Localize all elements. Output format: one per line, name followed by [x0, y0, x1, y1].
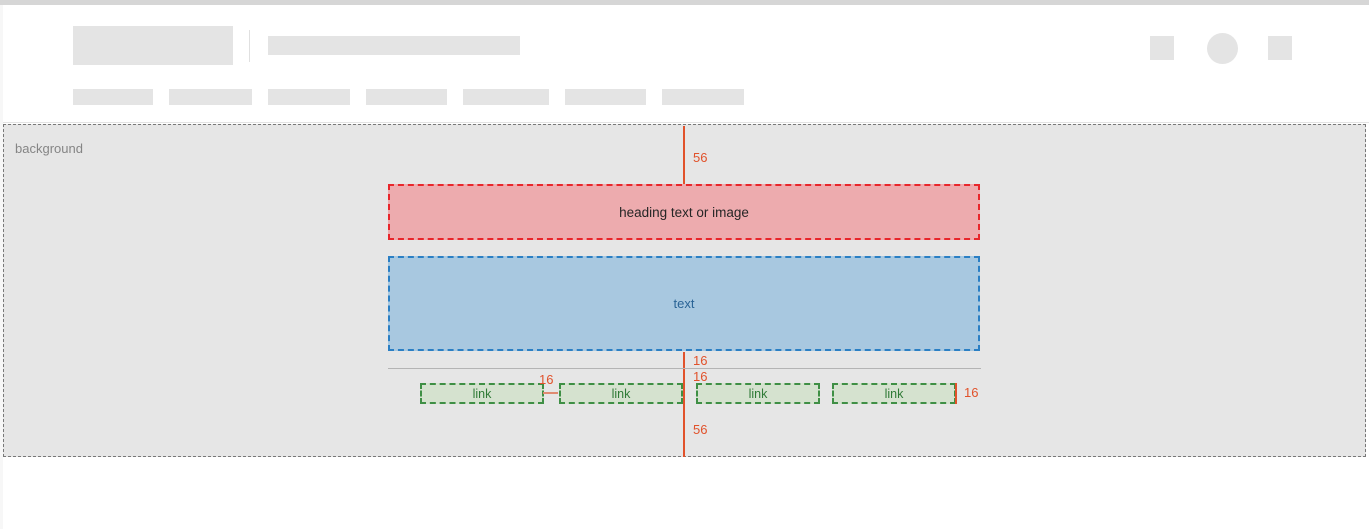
- nav-item[interactable]: [366, 89, 447, 105]
- logo-placeholder[interactable]: [73, 26, 233, 65]
- left-rail: [0, 5, 3, 529]
- nav-item[interactable]: [662, 89, 744, 105]
- square-placeholder-icon[interactable]: [1268, 36, 1292, 60]
- tagline-placeholder: [268, 36, 520, 55]
- link-box[interactable]: link: [420, 383, 544, 404]
- nav-item[interactable]: [268, 89, 350, 105]
- background-region: background heading text or image text li…: [3, 124, 1366, 457]
- links-row: link link link link: [420, 383, 956, 404]
- nav-item[interactable]: [463, 89, 549, 105]
- avatar-circle-icon[interactable]: [1207, 33, 1238, 64]
- primary-nav: [73, 89, 760, 105]
- background-label: background: [15, 141, 83, 156]
- nav-item[interactable]: [565, 89, 646, 105]
- nav-item[interactable]: [169, 89, 252, 105]
- horizontal-rule: [388, 368, 981, 369]
- top-strip: [0, 0, 1369, 5]
- text-placeholder-label: text: [673, 296, 695, 311]
- link-box[interactable]: link: [832, 383, 956, 404]
- square-placeholder-icon[interactable]: [1150, 36, 1174, 60]
- nav-item[interactable]: [73, 89, 153, 105]
- site-header: [3, 5, 1369, 123]
- header-divider: [249, 30, 250, 62]
- heading-placeholder-label: heading text or image: [619, 204, 749, 220]
- heading-placeholder-box[interactable]: heading text or image: [388, 184, 980, 240]
- link-box[interactable]: link: [559, 383, 683, 404]
- text-placeholder-box[interactable]: text: [388, 256, 980, 351]
- link-box[interactable]: link: [696, 383, 820, 404]
